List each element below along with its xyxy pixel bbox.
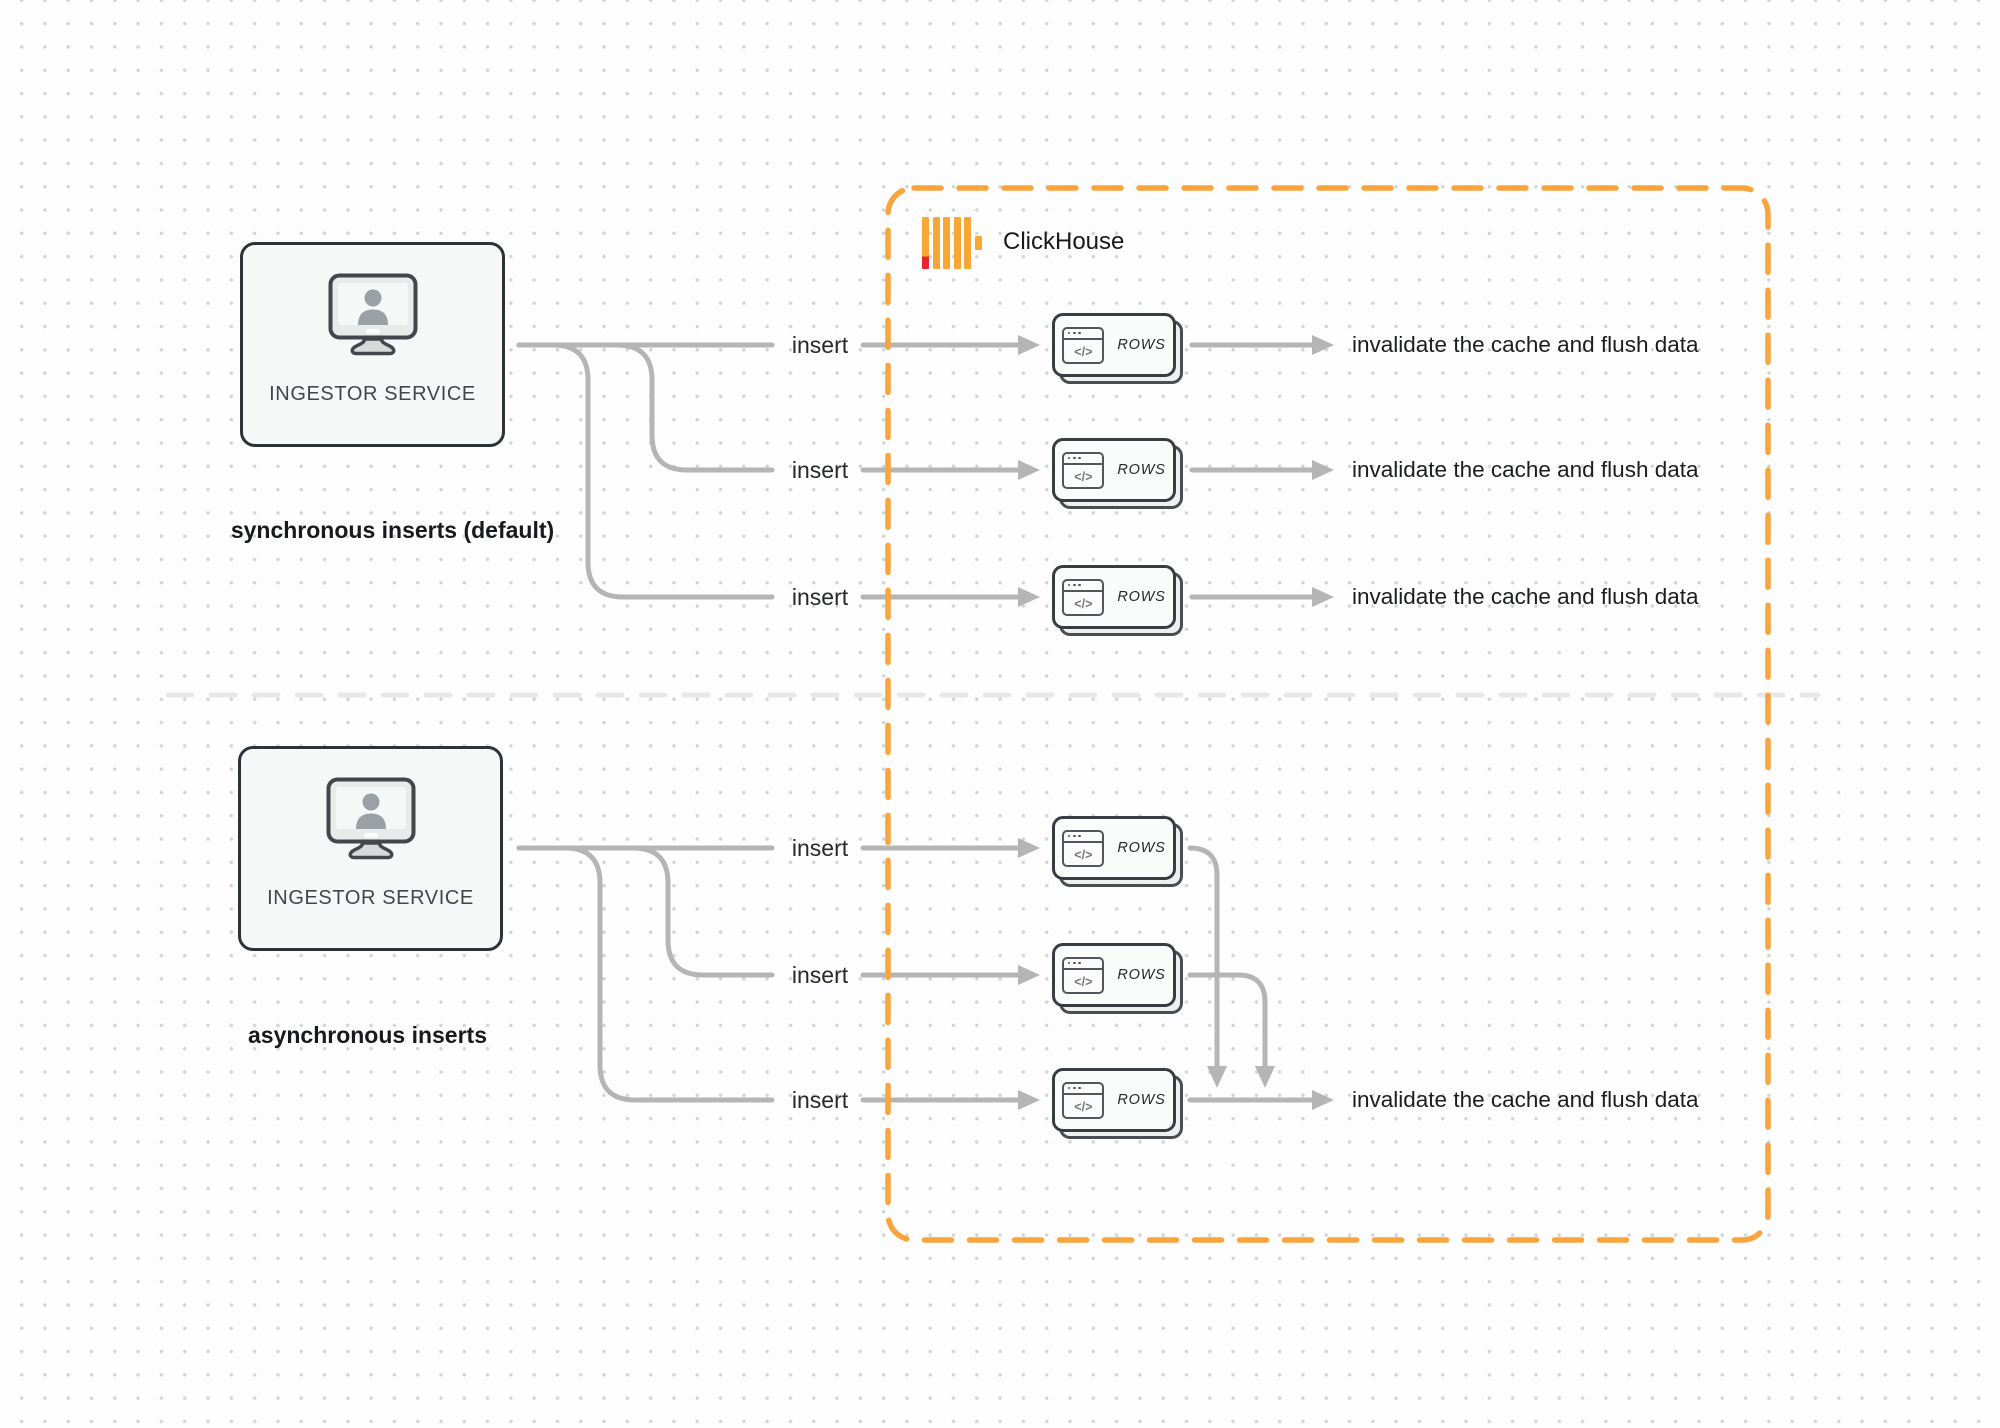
rows-card: </> ROWS [1052,943,1183,1014]
clickhouse-title: ClickHouse [1003,228,1125,255]
code-window-icon: </> [1062,1081,1105,1119]
ingestor-service-box-sync: INGESTOR SERVICE [240,242,505,447]
insert-label: insert [791,962,849,988]
rows-card: </> ROWS [1052,313,1183,384]
rows-card: </> ROWS [1052,565,1183,636]
insert-label: insert [791,457,849,483]
rows-card: </> ROWS [1052,438,1183,509]
rows-card-label: ROWS [1117,1092,1166,1108]
rows-card-label: ROWS [1117,462,1166,478]
rows-card-label: ROWS [1117,589,1166,605]
insert-label: insert [791,584,849,610]
clickhouse-logo-icon [922,217,984,270]
code-window-icon: </> [1062,829,1105,867]
code-window-icon: </> [1062,956,1105,994]
rows-card-label: ROWS [1117,337,1166,353]
invalidate-label: invalidate the cache and flush data [1352,332,1699,357]
ingestor-service-label: INGESTOR SERVICE [269,383,476,405]
invalidate-label: invalidate the cache and flush data [1352,1087,1699,1112]
clickhouse-boundary [885,185,1771,1243]
code-window-icon: </> [1062,326,1105,364]
async-connectors [516,838,1334,1110]
insert-label: insert [791,1087,849,1113]
ingestor-service-label: INGESTOR SERVICE [267,887,474,909]
invalidate-label: invalidate the cache and flush data [1352,457,1699,482]
rows-card: </> ROWS [1052,816,1183,887]
monitor-user-icon [326,777,415,860]
monitor-user-icon [328,273,417,356]
ingestor-service-box-async: INGESTOR SERVICE [238,746,503,951]
insert-label: insert [791,835,849,861]
insert-label: insert [791,332,849,358]
rows-card-label: ROWS [1117,840,1166,856]
rows-card-label: ROWS [1117,967,1166,983]
code-window-icon: </> [1062,451,1105,489]
invalidate-label: invalidate the cache and flush data [1352,584,1699,609]
rows-card: </> ROWS [1052,1068,1183,1139]
sync-section-label: synchronous inserts (default) [230,517,555,543]
async-section-label: asynchronous inserts [247,1022,488,1048]
sync-connectors [516,335,1334,607]
code-window-icon: </> [1062,578,1105,616]
